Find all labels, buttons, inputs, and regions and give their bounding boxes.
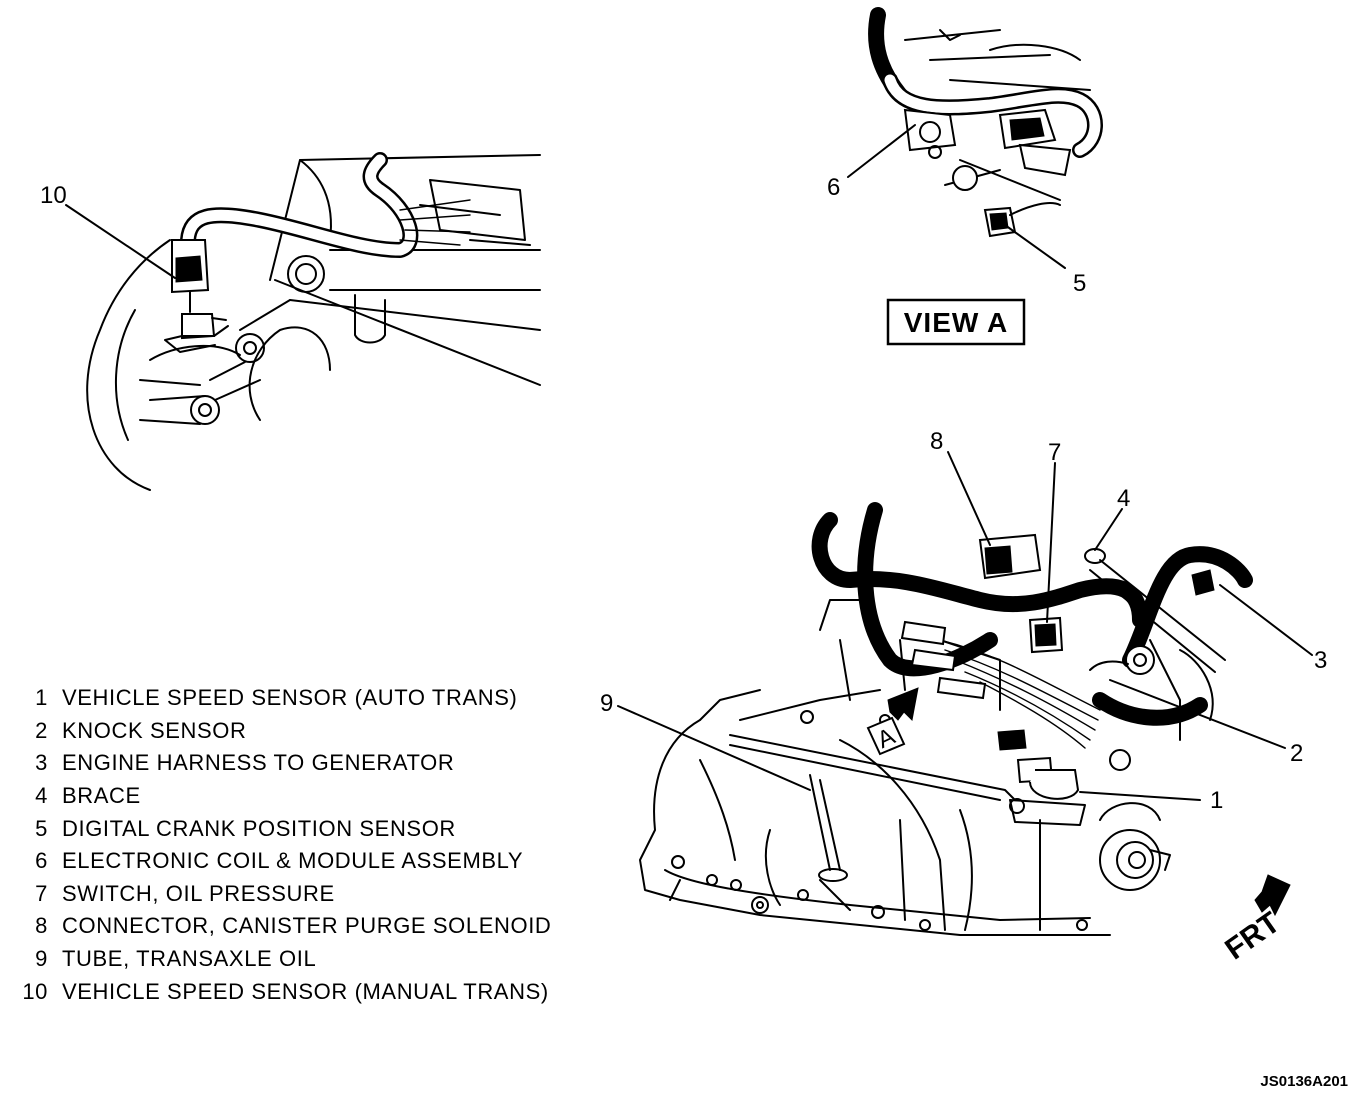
legend-item: 7 SWITCH, OIL PRESSURE [12,878,572,911]
callout-1: 1 [1210,787,1223,814]
figure-code: JS0136A201 [1260,1073,1348,1090]
legend-text: BRACE [62,783,141,809]
callout-9: 9 [600,690,613,717]
legend-text: CONNECTOR, CANISTER PURGE SOLENOID [62,913,552,939]
legend-text: SWITCH, OIL PRESSURE [62,880,335,906]
legend-number: 9 [35,946,48,972]
legend-number: 1 [35,685,48,711]
callout-numbers: 10 6 5 8 7 4 3 2 1 9 [40,174,1327,814]
legend-item: 4 BRACE [12,780,572,813]
callout-8: 8 [930,428,943,455]
legend-item: 8 CONNECTOR, CANISTER PURGE SOLENOID [12,910,572,943]
engine-main-view: A FRT [639,502,1291,966]
front-label: FRT [1219,906,1286,966]
legend-text: TUBE, TRANSAXLE OIL [62,946,317,972]
legend-number: 2 [35,717,48,743]
legend-item: 5 DIGITAL CRANK POSITION SENSOR [12,812,572,845]
callout-4: 4 [1117,485,1130,512]
legend-text: ENGINE HARNESS TO GENERATOR [62,750,455,776]
legend-item: 2 KNOCK SENSOR [12,715,572,748]
legend-text: VEHICLE SPEED SENSOR (AUTO TRANS) [62,685,518,711]
legend-text: VEHICLE SPEED SENSOR (MANUAL TRANS) [62,978,549,1004]
legend-number: 5 [35,815,48,841]
legend-item: 9 TUBE, TRANSAXLE OIL [12,943,572,976]
leader-lines [65,124,1313,801]
legend-number: 6 [35,848,48,874]
legend-number: 3 [35,750,48,776]
legend-item: 6 ELECTRONIC COIL & MODULE ASSEMBLY [12,845,572,878]
front-indicator: FRT [1219,874,1291,966]
legend-number: 7 [35,880,48,906]
callout-5: 5 [1073,270,1086,297]
view-a-marker: A [866,687,919,756]
callout-7: 7 [1048,439,1061,466]
legend-item: 10 VEHICLE SPEED SENSOR (MANUAL TRANS) [12,975,572,1008]
legend-text: KNOCK SENSOR [62,717,247,743]
legend-text: ELECTRONIC COIL & MODULE ASSEMBLY [62,848,524,874]
view-a-label: VIEW A [904,307,1009,338]
legend-item: 3 ENGINE HARNESS TO GENERATOR [12,747,572,780]
legend-item: 1 VEHICLE SPEED SENSOR (AUTO TRANS) [12,682,572,715]
callout-10: 10 [40,182,67,209]
callout-2: 2 [1290,740,1303,767]
legend-text: DIGITAL CRANK POSITION SENSOR [62,815,456,841]
legend-number: 4 [35,783,48,809]
parts-legend: 1 VEHICLE SPEED SENSOR (AUTO TRANS) 2 KN… [12,682,572,1008]
callout-6: 6 [827,174,840,201]
manual-trans-detail [86,152,541,491]
legend-number: 8 [35,913,48,939]
legend-number: 10 [22,978,48,1004]
view-a-detail: VIEW A [868,7,1103,346]
callout-3: 3 [1314,647,1327,674]
